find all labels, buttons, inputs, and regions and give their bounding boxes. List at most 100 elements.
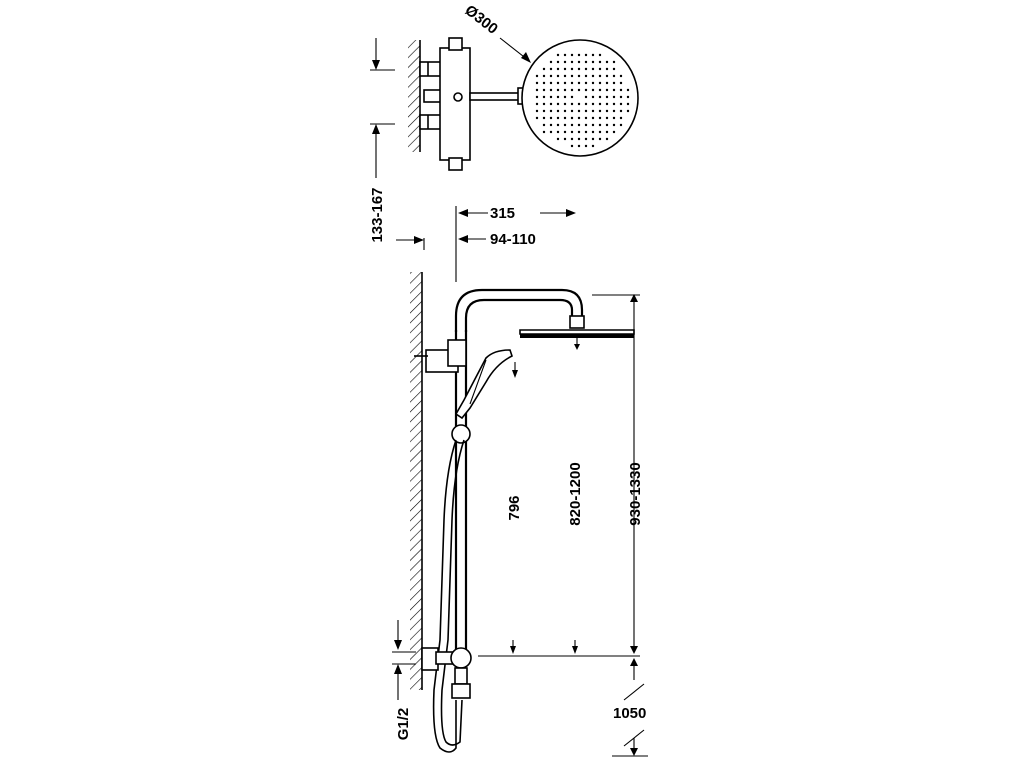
nozzle-dot (591, 109, 595, 113)
nozzle-dot (570, 130, 574, 134)
nozzle-dot (556, 116, 560, 120)
nozzle-dot (584, 81, 588, 85)
nozzle-dot (605, 74, 609, 78)
nozzle-dot (549, 116, 553, 120)
nozzle-dot (612, 74, 616, 78)
nozzle-dot (549, 88, 553, 92)
nozzle-dot (619, 116, 623, 120)
nozzle-dot (598, 53, 602, 57)
inlet-spacing-label: 133-167 (369, 187, 386, 242)
nozzle-dot (549, 67, 553, 71)
nozzle-dot (577, 109, 581, 113)
nozzle-dot (556, 74, 560, 78)
nozzle-dot (563, 95, 567, 99)
nozzle-dot (612, 60, 616, 64)
nozzle-dot (605, 130, 609, 134)
nozzle-dot (626, 95, 630, 99)
nozzle-dot (598, 60, 602, 64)
nozzle-dot (563, 130, 567, 134)
nozzle-dot (598, 109, 602, 113)
nozzle-dot (584, 95, 588, 99)
nozzle-dot (598, 116, 602, 120)
nozzle-dot (598, 123, 602, 127)
nozzle-dot (563, 88, 567, 92)
nozzle-dot (584, 60, 588, 64)
nozzle-dot (556, 53, 560, 57)
nozzle-dot (577, 74, 581, 78)
nozzle-dot (570, 109, 574, 113)
nozzle-dot (535, 74, 539, 78)
nozzle-dot (570, 123, 574, 127)
nozzle-dot (591, 144, 595, 148)
hand-shower (454, 349, 513, 420)
nozzle-dot (612, 95, 616, 99)
nozzle-dot (612, 81, 616, 85)
nozzle-dot (556, 137, 560, 141)
wall-offset-label: 94-110 (490, 231, 536, 248)
slider-knob (451, 424, 471, 444)
nozzle-dot (584, 130, 588, 134)
nozzle-dot (535, 95, 539, 99)
nozzle-dot (591, 130, 595, 134)
nozzle-dot (605, 81, 609, 85)
nozzle-dot (549, 130, 553, 134)
nozzle-dot (605, 109, 609, 113)
total-height-label: 930-1330 (627, 462, 644, 525)
nozzle-dot (577, 81, 581, 85)
nozzle-dot (591, 137, 595, 141)
nozzle-dot (605, 102, 609, 106)
nozzle-dot (584, 123, 588, 127)
nozzle-dot (542, 109, 546, 113)
gooseneck-arm (454, 288, 584, 332)
diameter-leader: Ø300 (462, 2, 531, 63)
nozzle-dot (577, 116, 581, 120)
nozzle-dot (556, 95, 560, 99)
nozzle-dot (570, 53, 574, 57)
nozzle-dot (570, 102, 574, 106)
nozzle-dot (570, 88, 574, 92)
side-wall-hatch (410, 272, 422, 690)
nozzle-dot (591, 123, 595, 127)
shower-hose (432, 439, 457, 753)
nozzle-dot (612, 130, 616, 134)
nozzle-dot (556, 88, 560, 92)
nozzle-dot (542, 81, 546, 85)
nozzle-dot (549, 123, 553, 127)
nozzle-dot (598, 102, 602, 106)
nozzle-dot (605, 67, 609, 71)
nozzle-dot (556, 130, 560, 134)
nozzle-dot (619, 95, 623, 99)
nozzle-dot (535, 109, 539, 113)
nozzle-dot (563, 67, 567, 71)
nozzle-dot (577, 102, 581, 106)
nozzle-dot (556, 67, 560, 71)
nozzle-dot (563, 60, 567, 64)
nozzle-dot (542, 116, 546, 120)
nozzle-dot (563, 116, 567, 120)
nozzle-dot (577, 60, 581, 64)
nozzle-dot (535, 102, 539, 106)
side-shower-head (520, 334, 634, 338)
nozzle-dot (619, 81, 623, 85)
inlet-spacing-marks (370, 38, 395, 178)
nozzle-dot (598, 137, 602, 141)
nozzle-dot (591, 88, 595, 92)
nozzle-dot (605, 60, 609, 64)
nozzle-dot (563, 123, 567, 127)
nozzle-dot (577, 137, 581, 141)
nozzle-dot (535, 81, 539, 85)
round-shower-head (521, 39, 639, 157)
nozzle-dot (598, 67, 602, 71)
nozzle-dot (542, 102, 546, 106)
nozzle-dot (626, 88, 630, 92)
vertical-dimensions (478, 294, 648, 757)
horizontal-dimensions: 315 94-110 (396, 205, 576, 282)
nozzle-dot (626, 109, 630, 113)
thread-dimension-ticks (392, 620, 416, 700)
nozzle-dot (577, 144, 581, 148)
install-height-label: 1050 (613, 705, 646, 722)
nozzle-dot (535, 116, 539, 120)
nozzle-dot (542, 130, 546, 134)
nozzle-dot (563, 109, 567, 113)
